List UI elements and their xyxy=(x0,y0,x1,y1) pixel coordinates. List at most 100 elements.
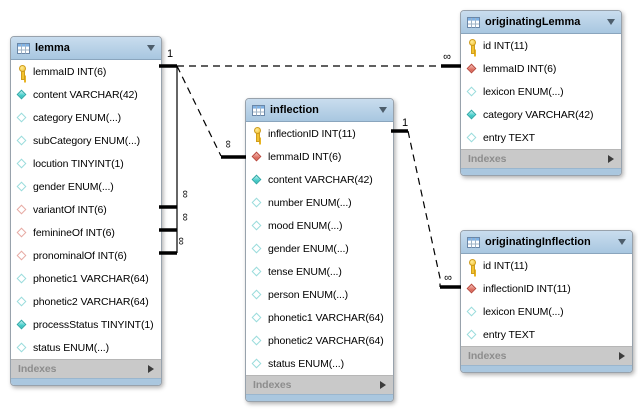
primary-key-icon xyxy=(252,127,263,142)
field-row: category VARCHAR(42) xyxy=(461,103,621,126)
table-title: originatingLemma xyxy=(485,16,581,28)
field-row: content VARCHAR(42) xyxy=(11,83,161,106)
column-icon xyxy=(17,157,28,170)
chevron-down-icon[interactable] xyxy=(379,107,387,113)
field-label: gender ENUM(...) xyxy=(268,242,349,255)
field-label: entry TEXT xyxy=(483,328,535,341)
column-icon xyxy=(17,341,28,354)
field-label: lexicon ENUM(...) xyxy=(483,85,564,98)
column-icon xyxy=(467,305,478,318)
table-originatinginflection-header[interactable]: originatingInflection xyxy=(461,231,632,254)
expand-right-icon[interactable] xyxy=(608,155,614,163)
field-label: variantOf INT(6) xyxy=(33,203,107,216)
field-row: inflectionID INT(11) xyxy=(246,122,393,145)
expand-right-icon[interactable] xyxy=(380,381,386,389)
column-icon xyxy=(17,272,28,285)
field-row: phonetic1 VARCHAR(64) xyxy=(11,267,161,290)
field-row: tense ENUM(...) xyxy=(246,260,393,283)
field-row: category ENUM(...) xyxy=(11,106,161,129)
field-row: lexicon ENUM(...) xyxy=(461,80,621,103)
expand-right-icon[interactable] xyxy=(148,365,154,373)
field-label: tense ENUM(...) xyxy=(268,265,342,278)
field-row: mood ENUM(...) xyxy=(246,214,393,237)
primary-key-icon xyxy=(467,259,478,274)
table-lemma[interactable]: lemma lemmaID INT(6) content VARCHAR(42)… xyxy=(10,36,162,386)
cardinality-many-label: ∞ xyxy=(443,51,451,63)
field-row: lemmaID INT(6) xyxy=(461,57,621,80)
field-label: phonetic1 VARCHAR(64) xyxy=(33,272,149,285)
table-originatinginflection[interactable]: originatingInflection id INT(11) inflect… xyxy=(460,230,633,373)
chevron-down-icon[interactable] xyxy=(147,45,155,51)
column-icon xyxy=(252,288,263,301)
table-bottom-strip xyxy=(461,168,621,175)
indexes-label: Indexes xyxy=(18,363,57,375)
field-label: processStatus TINYINT(1) xyxy=(33,318,154,331)
column-icon xyxy=(252,334,263,347)
indexes-footer[interactable]: Indexes xyxy=(11,359,161,378)
field-label: lexicon ENUM(...) xyxy=(483,305,564,318)
field-label: number ENUM(...) xyxy=(268,196,352,209)
table-icon xyxy=(17,42,30,54)
field-label: status ENUM(...) xyxy=(33,341,109,354)
field-row: lemmaID INT(6) xyxy=(246,145,393,168)
field-row: feminineOf INT(6) xyxy=(11,221,161,244)
column-icon xyxy=(252,265,263,278)
field-row: id INT(11) xyxy=(461,34,621,57)
field-label: lemmaID INT(6) xyxy=(483,62,557,75)
expand-right-icon[interactable] xyxy=(619,352,625,360)
foreign-key-notnull-icon xyxy=(467,282,478,295)
column-icon xyxy=(17,295,28,308)
table-inflection-header[interactable]: inflection xyxy=(246,99,393,122)
foreign-key-icon xyxy=(17,226,28,239)
column-icon xyxy=(17,180,28,193)
table-lemma-header[interactable]: lemma xyxy=(11,37,161,60)
chevron-down-icon[interactable] xyxy=(618,239,626,245)
field-row: id INT(11) xyxy=(461,254,632,277)
cardinality-many-label: ∞ xyxy=(179,190,191,198)
table-originatinglemma[interactable]: originatingLemma id INT(11) lemmaID INT(… xyxy=(460,10,622,176)
field-row: pronominalOf INT(6) xyxy=(11,244,161,267)
table-originatinglemma-header[interactable]: originatingLemma xyxy=(461,11,621,34)
table-bottom-strip xyxy=(246,394,393,401)
field-row: inflectionID INT(11) xyxy=(461,277,632,300)
indexes-footer[interactable]: Indexes xyxy=(461,149,621,168)
field-label: mood ENUM(...) xyxy=(268,219,343,232)
field-label: id INT(11) xyxy=(483,39,528,52)
column-icon xyxy=(17,111,28,124)
column-notnull-icon xyxy=(17,88,28,101)
indexes-label: Indexes xyxy=(468,350,507,362)
field-label: inflectionID INT(11) xyxy=(268,127,356,140)
table-originatinginflection-columns: id INT(11) inflectionID INT(11) lexicon … xyxy=(461,254,632,346)
table-originatinglemma-columns: id INT(11) lemmaID INT(6) lexicon ENUM(.… xyxy=(461,34,621,149)
indexes-footer[interactable]: Indexes xyxy=(246,375,393,394)
cardinality-one-label: 1 xyxy=(402,117,408,129)
field-label: phonetic2 VARCHAR(64) xyxy=(268,334,384,347)
column-notnull-icon xyxy=(467,108,478,121)
table-icon xyxy=(252,104,265,116)
relationship-lemma-inflection[interactable] xyxy=(176,65,222,157)
table-bottom-strip xyxy=(11,378,161,385)
primary-key-icon xyxy=(467,39,478,54)
cardinality-many-label: ∞ xyxy=(444,272,452,284)
field-row: phonetic2 VARCHAR(64) xyxy=(11,290,161,313)
field-label: content VARCHAR(42) xyxy=(33,88,138,101)
field-label: category VARCHAR(42) xyxy=(483,108,594,121)
field-row: gender ENUM(...) xyxy=(11,175,161,198)
field-row: status ENUM(...) xyxy=(246,352,393,375)
table-title: originatingInflection xyxy=(485,236,591,248)
indexes-footer[interactable]: Indexes xyxy=(461,346,632,365)
field-label: feminineOf INT(6) xyxy=(33,226,115,239)
field-label: pronominalOf INT(6) xyxy=(33,249,127,262)
field-label: content VARCHAR(42) xyxy=(268,173,373,186)
table-inflection[interactable]: inflection inflectionID INT(11) lemmaID … xyxy=(245,98,394,402)
relationship-inflection-originatinginflection[interactable] xyxy=(407,130,441,287)
cardinality-one-label: 1 xyxy=(167,48,173,60)
table-lemma-columns: lemmaID INT(6) content VARCHAR(42) categ… xyxy=(11,60,161,359)
field-label: phonetic1 VARCHAR(64) xyxy=(268,311,384,324)
field-row: lemmaID INT(6) xyxy=(11,60,161,83)
field-row: entry TEXT xyxy=(461,323,632,346)
chevron-down-icon[interactable] xyxy=(607,19,615,25)
column-icon xyxy=(252,196,263,209)
column-icon xyxy=(252,357,263,370)
